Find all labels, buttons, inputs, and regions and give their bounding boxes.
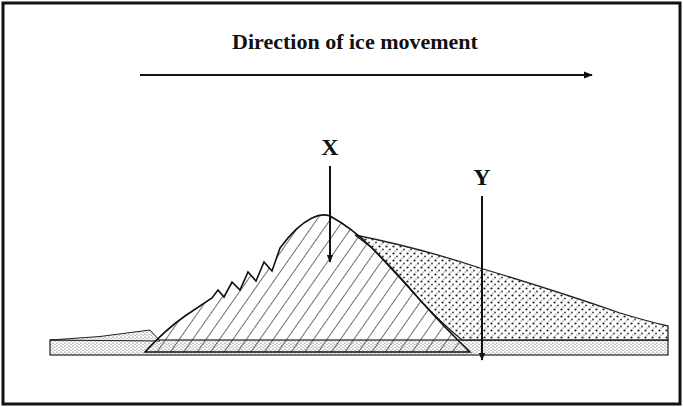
direction-label: Direction of ice movement bbox=[232, 30, 478, 54]
crag-rock bbox=[145, 215, 470, 352]
stoss-deposit bbox=[50, 330, 160, 341]
part-letter: Y bbox=[473, 164, 490, 190]
ice-direction-arrow bbox=[140, 74, 592, 76]
leader-arrow-x bbox=[329, 166, 331, 262]
part-letter: X bbox=[321, 134, 338, 160]
leader-arrow-y bbox=[481, 196, 483, 360]
frame bbox=[3, 3, 680, 404]
